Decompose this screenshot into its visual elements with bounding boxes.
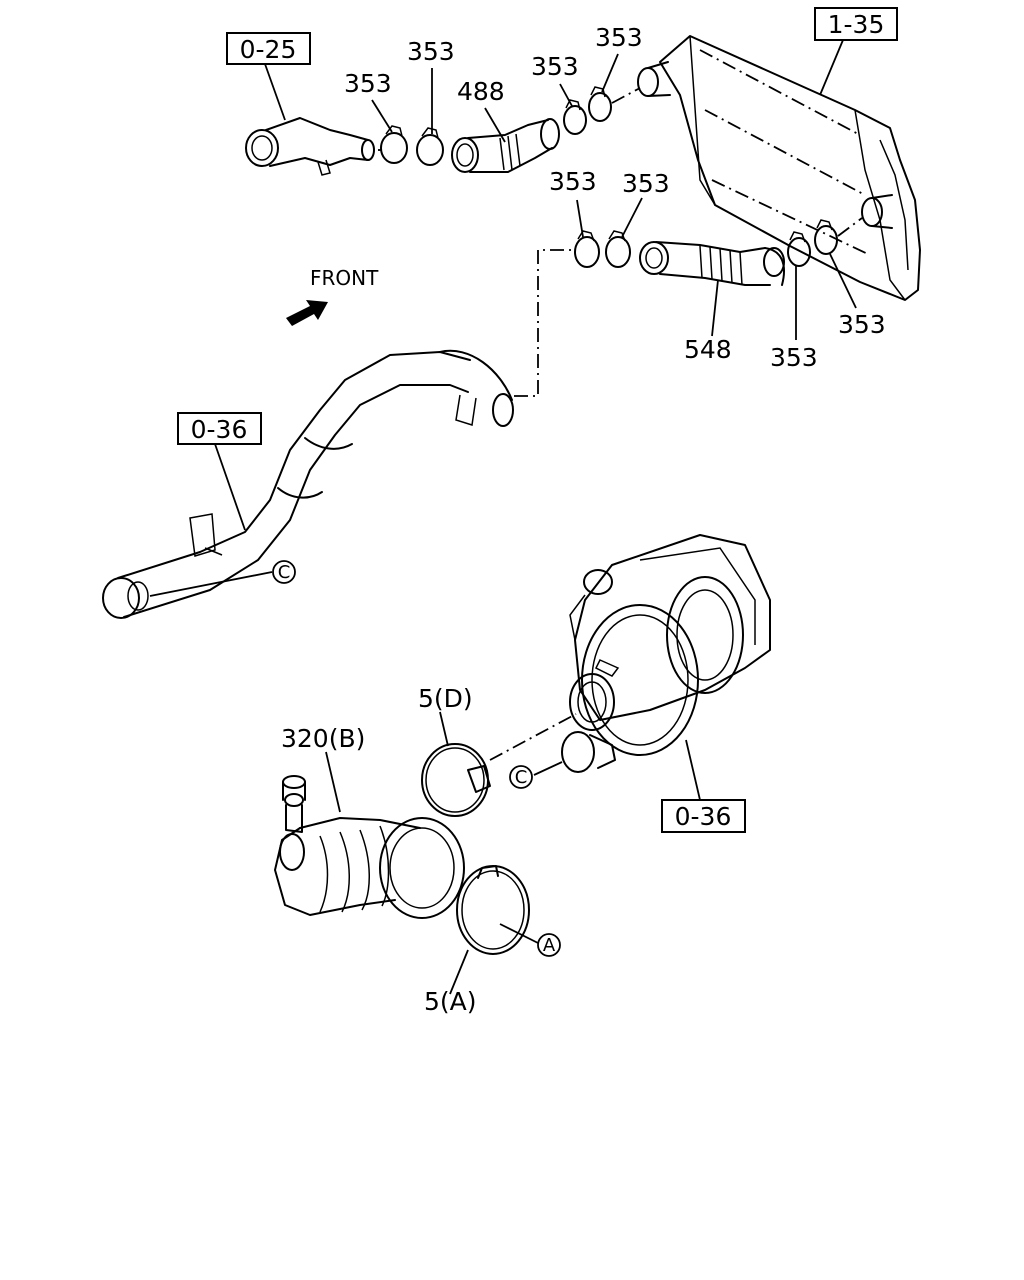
clamp-353-g	[787, 231, 811, 267]
upper-pipe	[245, 117, 375, 176]
leader-lines	[149, 39, 857, 995]
clamp-353-a	[380, 125, 408, 164]
ref-box-0-25: 0-25	[226, 32, 311, 65]
part-label-5a: 5(A)	[424, 987, 477, 1016]
svg-text:0-25: 0-25	[240, 35, 297, 64]
clamp-353-d	[588, 86, 612, 122]
part-label-488: 488	[457, 77, 505, 106]
ref-box-0-36-bottom: 0-36	[661, 799, 746, 833]
callout-c-top: C	[272, 560, 296, 584]
part-label-353-d: 353	[595, 23, 643, 52]
clamp-5a	[456, 865, 530, 955]
connection-lines	[378, 87, 863, 761]
part-label-353-b: 353	[407, 37, 455, 66]
hose-488	[451, 118, 560, 173]
part-label-548: 548	[684, 335, 732, 364]
clamp-5d	[421, 743, 491, 817]
clamp-353-h	[814, 219, 838, 255]
part-label-353-a: 353	[344, 69, 392, 98]
clamp-353-c	[563, 99, 587, 135]
air-duct-320b	[274, 775, 465, 919]
svg-text:A: A	[543, 935, 556, 956]
part-label-353-e: 353	[549, 167, 597, 196]
part-label-320b: 320(B)	[281, 724, 365, 753]
callout-c-bottom: C	[509, 765, 533, 789]
clamp-353-f	[605, 230, 631, 268]
svg-text:0-36: 0-36	[675, 802, 732, 831]
part-label-353-f: 353	[622, 169, 670, 198]
ref-box-0-36-top: 0-36	[177, 412, 262, 445]
front-label: FRONT	[310, 266, 379, 290]
intercooler	[637, 35, 921, 301]
part-label-5d: 5(D)	[418, 684, 473, 713]
svg-text:C: C	[278, 562, 291, 583]
long-intake-pipe	[102, 349, 514, 619]
clamp-353-b	[416, 127, 444, 166]
hose-548	[639, 241, 785, 286]
ref-box-1-35: 1-35	[814, 7, 898, 41]
part-label-353-h: 353	[838, 310, 886, 339]
part-label-353-c: 353	[531, 52, 579, 81]
part-label-353-g: 353	[770, 343, 818, 372]
front-arrow-icon	[286, 300, 328, 326]
svg-text:C: C	[515, 767, 528, 788]
clamp-353-e	[574, 230, 600, 268]
turbocharger	[561, 534, 771, 773]
callout-a: A	[537, 933, 561, 957]
svg-text:0-36: 0-36	[191, 415, 248, 444]
svg-text:1-35: 1-35	[828, 10, 885, 39]
